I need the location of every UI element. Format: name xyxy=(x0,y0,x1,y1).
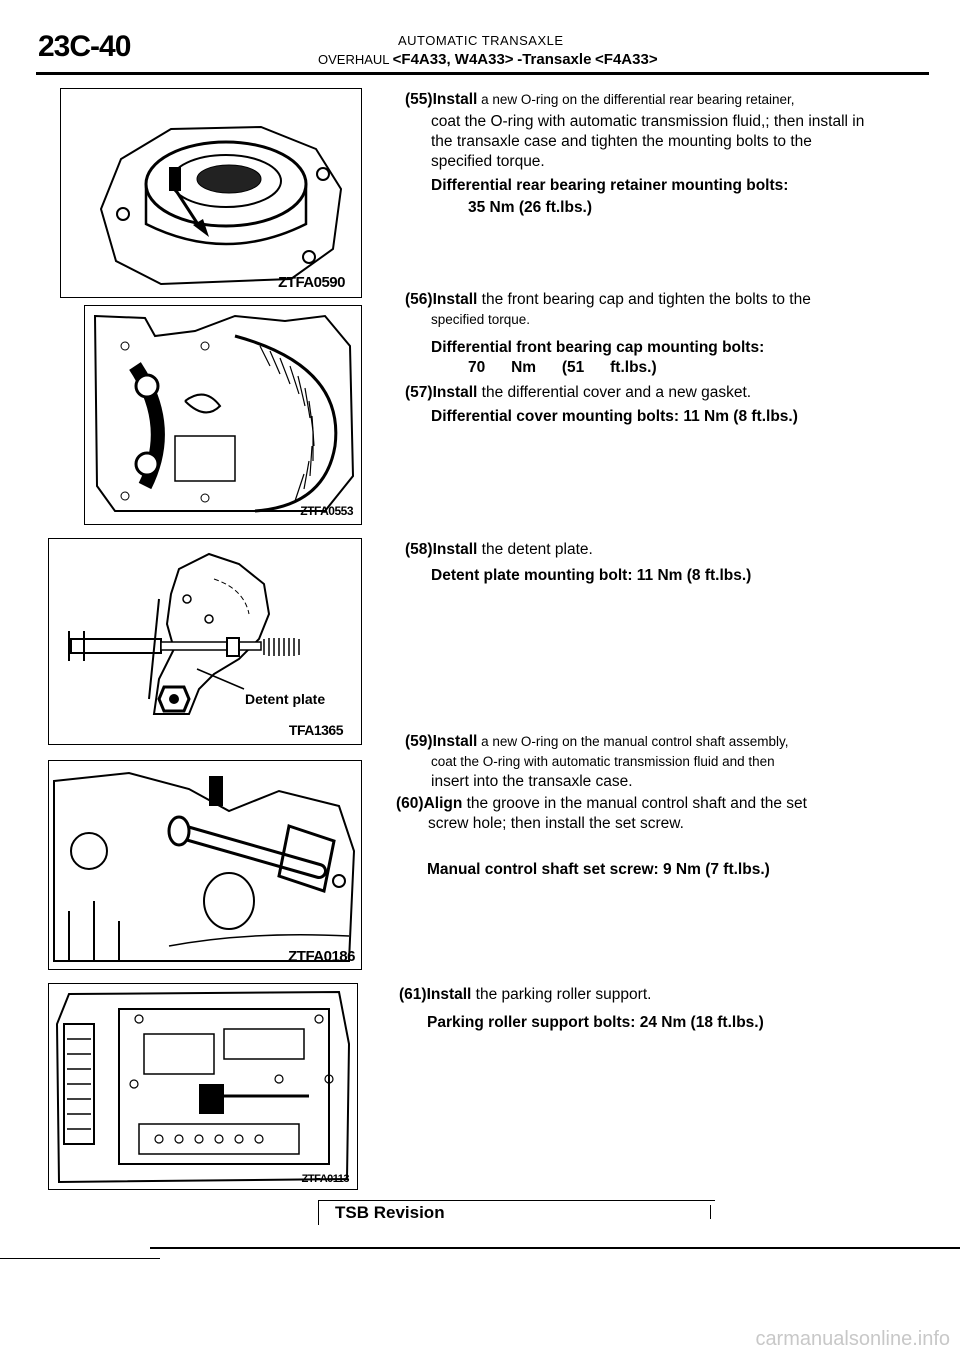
spec-front-bearing-cap-torque: 70 Nm (51 ft.lbs.) xyxy=(468,359,657,376)
figure-code: ZTFA0113 xyxy=(301,1173,350,1185)
figure-detent-plate: Detent plate TFA1365 xyxy=(48,538,362,745)
tsb-revision-box: TSB Revision xyxy=(318,1200,715,1225)
bearing-cap-illustration xyxy=(93,314,355,513)
spec-manual-control-shaft: Manual control shaft set screw: 9 Nm (7 … xyxy=(427,861,770,878)
footer-rule-short xyxy=(0,1258,160,1259)
step-number: (59)Install xyxy=(405,733,478,750)
page-code: 23C-40 xyxy=(38,30,131,63)
detent-plate-illustration xyxy=(68,552,300,715)
step-61: (61)Install the parking roller support. xyxy=(399,985,864,1005)
spec-parking-roller-support: Parking roller support bolts: 24 Nm (18 … xyxy=(427,1014,764,1031)
step-lead: a new O-ring on the manual control shaft… xyxy=(477,734,789,749)
step-60: (60)Align the groove in the manual contr… xyxy=(396,794,861,834)
spec-detent-plate: Detent plate mounting bolt: 11 Nm (8 ft.… xyxy=(431,567,752,584)
step-text: coat the O-ring with automatic transmiss… xyxy=(431,754,775,769)
tsb-revision-label: TSB Revision xyxy=(335,1203,445,1222)
figure-rear-bearing-retainer: ZTFA0590 xyxy=(60,88,362,298)
section-subtitle: OVERHAUL <F4A33, W4A33> -Transaxle <F4A3… xyxy=(318,51,658,68)
step-56: (56)Install the front bearing cap and ti… xyxy=(405,290,870,330)
step-text-2: insert into the transaxle case. xyxy=(431,773,633,790)
detent-plate-callout: Detent plate xyxy=(245,691,326,707)
step-number: (58)Install xyxy=(405,541,478,558)
step-number: (55)Install xyxy=(405,91,478,108)
control-shaft-illustration xyxy=(53,771,356,962)
footer-rule xyxy=(150,1247,960,1249)
subtitle-bold: -Transaxle xyxy=(517,51,592,68)
watermark: carmanualsonline.info xyxy=(755,1328,950,1350)
step-lead: the differential cover and a new gasket. xyxy=(477,384,752,401)
header-rule xyxy=(36,72,929,75)
step-lead: the detent plate. xyxy=(477,541,593,558)
subtitle-models: <F4A33, W4A33> xyxy=(392,51,514,68)
step-number: (57)Install xyxy=(405,384,478,401)
figure-front-bearing-cap: ZTFA0553 xyxy=(84,305,362,525)
figure-code: ZTFA0186 xyxy=(288,948,355,965)
subtitle-prefix: OVERHAUL xyxy=(318,52,390,67)
step-lead: the parking roller support. xyxy=(471,986,652,1003)
figure-code: ZTFA0553 xyxy=(300,504,353,518)
tsb-divider xyxy=(709,1205,711,1219)
step-number: (56)Install xyxy=(405,291,478,308)
step-55: (55)Install a new O-ring on the differen… xyxy=(405,90,870,172)
step-number: (61)Install xyxy=(399,986,472,1003)
step-text: coat the O-ring with automatic transmiss… xyxy=(431,113,865,170)
step-lead: a new O-ring on the differential rear be… xyxy=(477,92,795,107)
valve-body-illustration xyxy=(55,990,351,1184)
step-text: specified torque. xyxy=(431,312,531,327)
subtitle-model-tag: <F4A33> xyxy=(595,51,658,68)
figure-manual-control-shaft: ZTFA0186 xyxy=(48,760,362,970)
figure-code: ZTFA0590 xyxy=(278,274,345,291)
spec-rear-bearing-retainer: Differential rear bearing retainer mount… xyxy=(431,177,789,194)
spec-rear-bearing-retainer-torque: 35 Nm (26 ft.lbs.) xyxy=(468,199,593,216)
step-number: (60)Align xyxy=(396,795,463,812)
spec-front-bearing-cap: Differential front bearing cap mounting … xyxy=(431,339,765,356)
step-58: (58)Install the detent plate. xyxy=(405,540,870,560)
figure-code: TFA1365 xyxy=(288,722,344,738)
figure-parking-roller-support: ZTFA0113 xyxy=(48,983,358,1190)
spec-differential-cover: Differential cover mounting bolts: 11 Nm… xyxy=(431,408,798,425)
retainer-illustration xyxy=(99,125,343,286)
step-lead: the front bearing cap and tighten the bo… xyxy=(477,291,811,308)
step-57: (57)Install the differential cover and a… xyxy=(405,383,870,403)
section-title: AUTOMATIC TRANSAXLE xyxy=(398,33,564,48)
step-lead: the groove in the manual control shaft a… xyxy=(462,795,807,812)
step-text: screw hole; then install the set screw. xyxy=(428,815,684,832)
step-59: (59)Install a new O-ring on the manual c… xyxy=(405,732,870,792)
